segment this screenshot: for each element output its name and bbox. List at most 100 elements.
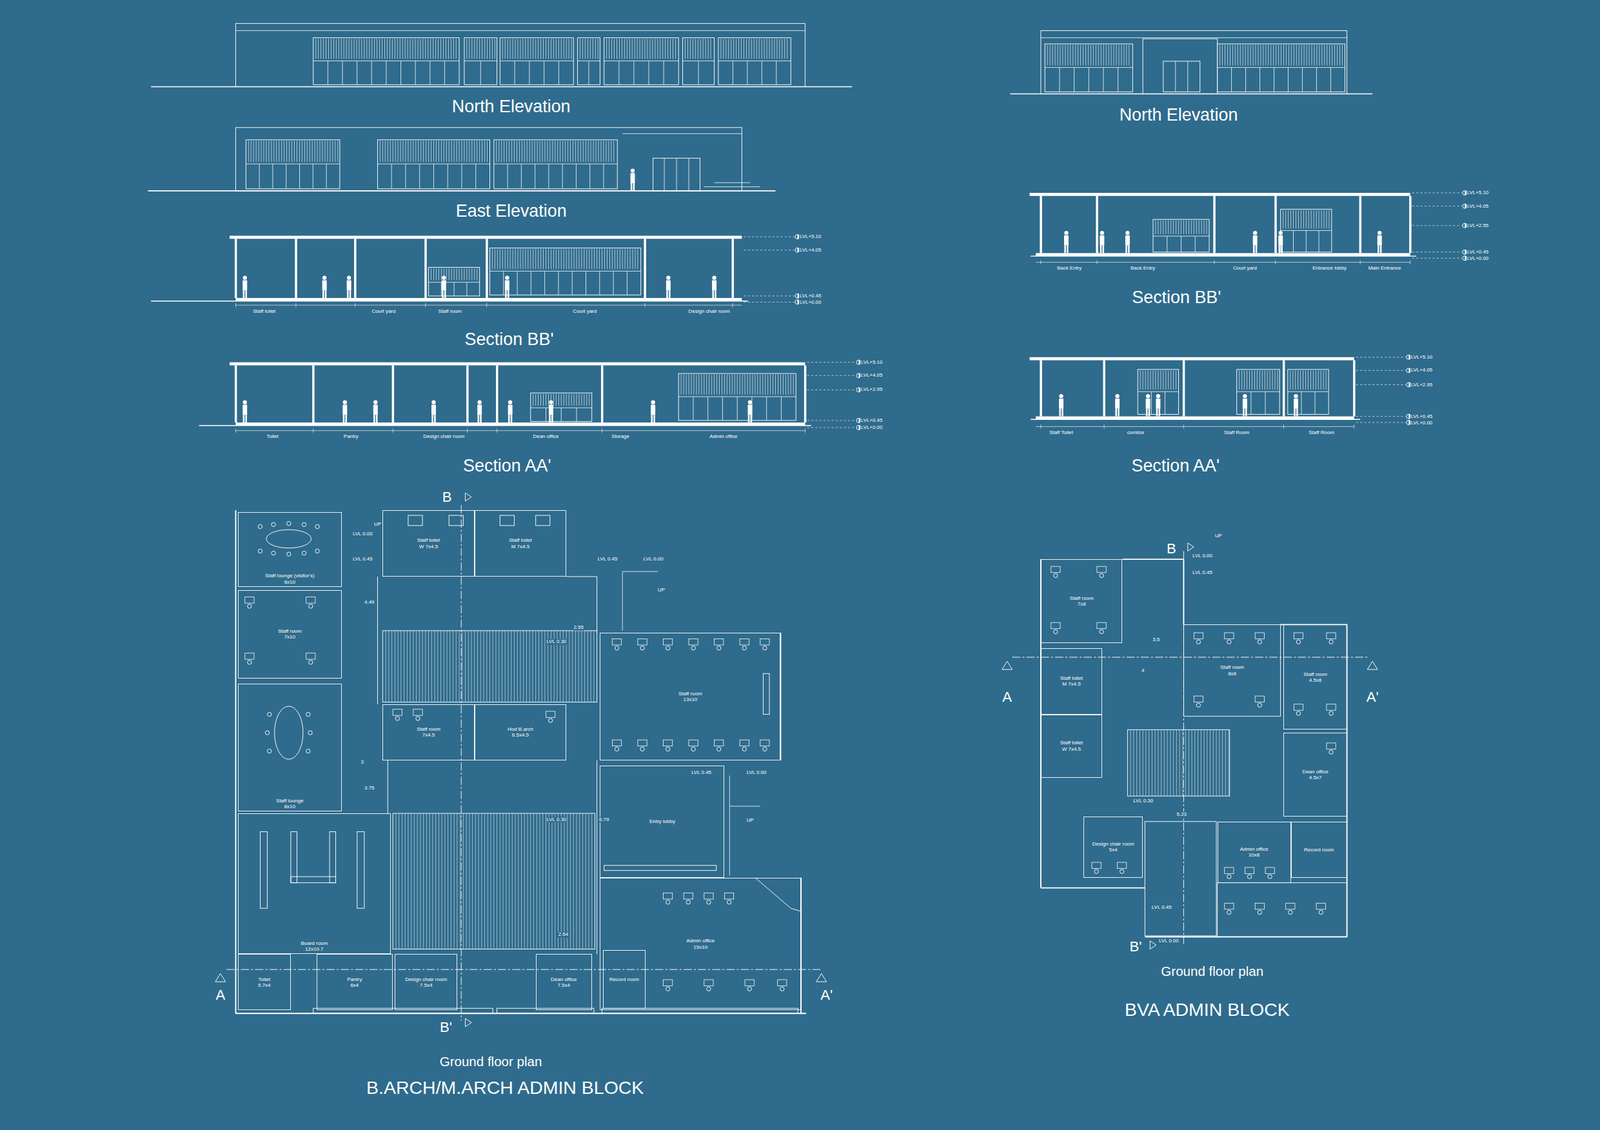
window-panel [377, 139, 490, 189]
window-panel [313, 38, 460, 86]
room-label: Staff room [277, 628, 303, 634]
person-body [342, 404, 347, 416]
louvre-line [1308, 210, 1310, 229]
louvre-line [1082, 45, 1084, 66]
section-wall [1039, 360, 1042, 417]
annotation-label: LVL 0.00 [746, 769, 768, 776]
louvre-line [746, 38, 747, 59]
louvre-line [561, 248, 562, 269]
louvre-line [1100, 45, 1102, 66]
louvre-line [553, 394, 554, 406]
louvre-line [630, 248, 631, 269]
annotation-label: UP [1214, 532, 1223, 539]
louvre-line [366, 38, 367, 59]
louvre-line [463, 268, 465, 280]
louvre-line [711, 374, 712, 395]
louvre-line [632, 248, 634, 269]
chair-symbol [1053, 629, 1058, 634]
louvre-line [335, 38, 337, 59]
courtyard-hatch [581, 630, 582, 703]
section-wall [312, 365, 315, 423]
louvre-line [543, 248, 544, 269]
mullion-line [557, 270, 559, 295]
section-wall [1213, 196, 1215, 254]
louvre-line [1326, 45, 1328, 66]
courtyard-outline [1127, 729, 1230, 796]
louvre-line [1289, 370, 1291, 390]
louvre-line [481, 38, 483, 59]
courtyard-hatch [530, 813, 531, 949]
window-panel [493, 139, 618, 189]
courtyard-hatch [1218, 729, 1220, 796]
window-panel [577, 38, 601, 86]
louvre-line [1175, 370, 1177, 390]
dimension-tick [804, 428, 806, 433]
courtyard-hatch [563, 813, 565, 949]
desk-symbol [306, 653, 316, 660]
louvre-line [561, 38, 562, 59]
courtyard-hatch [474, 630, 475, 703]
table-symbol [329, 831, 336, 883]
louvre-line [681, 374, 682, 395]
courtyard-hatch [419, 630, 420, 703]
courtyard-hatch [1209, 729, 1211, 796]
desk-symbol [1096, 566, 1107, 573]
louvre-line [250, 140, 252, 162]
louvre-line [1247, 45, 1249, 66]
courtyard-hatch [472, 813, 473, 949]
chair-symbol [306, 711, 311, 716]
person-head [1115, 394, 1119, 398]
mullion-line [775, 60, 777, 85]
transom-line [718, 60, 791, 62]
person-head [1125, 230, 1130, 235]
louvre-line [684, 38, 686, 59]
louvre-line [1067, 45, 1068, 66]
louvre-line [1111, 45, 1112, 66]
annotation-label: LVL+0.00 [860, 424, 884, 431]
louvre-line [258, 140, 260, 162]
louvre-line [424, 38, 426, 59]
louvre-line [558, 248, 560, 269]
person-leg [343, 414, 346, 423]
courtyard-hatch [424, 630, 426, 703]
person-leg [1296, 408, 1299, 417]
mullion-line [544, 270, 545, 295]
louvre-line [506, 140, 507, 162]
louvre-line [294, 140, 295, 162]
louvre-line [256, 140, 257, 162]
louvre-line [616, 38, 618, 59]
louvre-line [1155, 220, 1156, 235]
louvre-line [407, 38, 409, 59]
louvre-line [759, 374, 761, 395]
annotation-label: Staff Room [1223, 430, 1250, 436]
courtyard-hatch [590, 630, 592, 703]
person-leg [444, 290, 447, 298]
louvre-line [474, 140, 475, 162]
dimension-tick [392, 428, 394, 433]
courtyard-hatch [481, 813, 482, 949]
louvre-line [446, 140, 447, 162]
louvre-line [263, 140, 265, 162]
chair-symbol [1247, 874, 1252, 879]
louvre-line [410, 140, 411, 162]
louvre-line [459, 268, 460, 280]
section-wall [424, 238, 427, 298]
annotation-label: LVL+4.05 [860, 372, 884, 379]
room-label: 7x4.5 [421, 731, 436, 738]
drawing-title: Section BB' [1131, 288, 1221, 308]
level-line [1412, 205, 1463, 207]
louvre-line [412, 140, 414, 162]
chair-symbol [1227, 909, 1232, 914]
annotation-label: 3 [360, 759, 365, 766]
louvre-line [1260, 45, 1261, 66]
wall-line [1122, 558, 1184, 560]
mullion-line [1305, 230, 1307, 252]
room-label: Staff toilet [416, 537, 441, 544]
annotation-label: LVL 0.00 [352, 530, 374, 537]
desk-symbol [306, 597, 316, 603]
louvre-line [532, 394, 534, 406]
courtyard-hatch [394, 630, 396, 703]
louvre-line [494, 38, 496, 59]
desk-symbol [662, 892, 672, 899]
section-wall [1353, 360, 1355, 417]
